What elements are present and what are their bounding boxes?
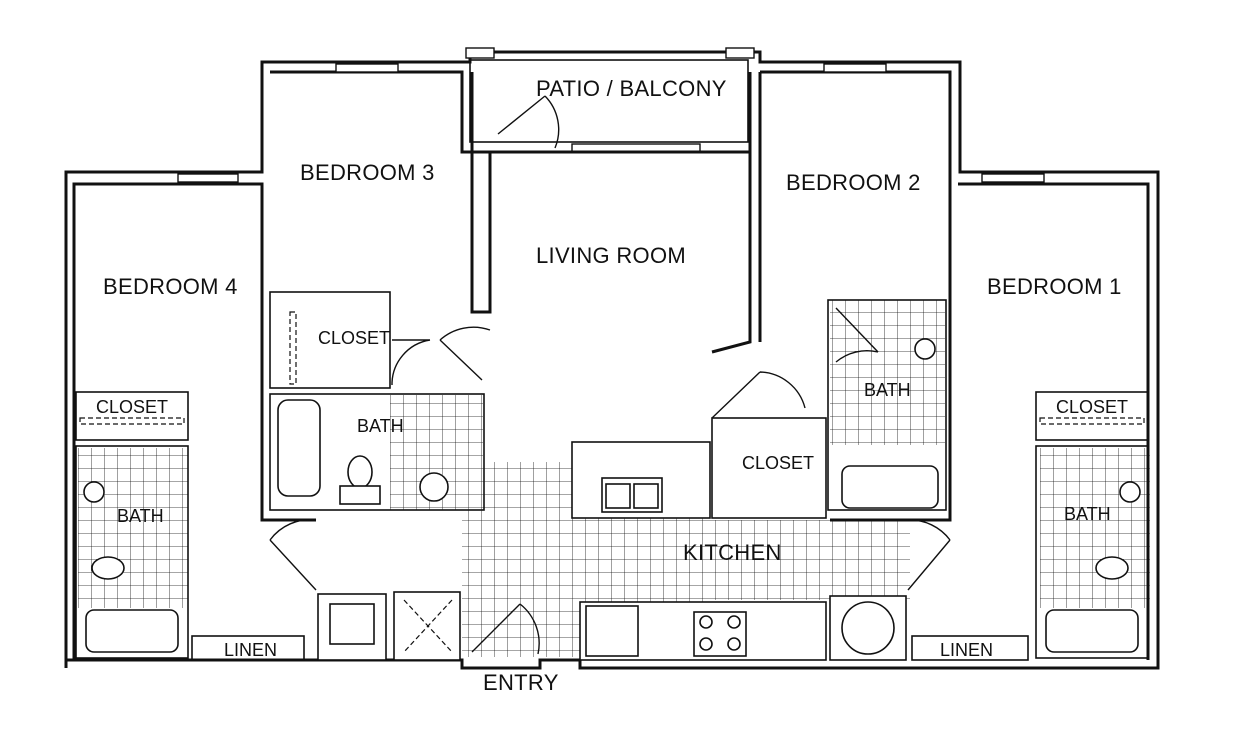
patio-post-left xyxy=(465,47,495,59)
linen-left xyxy=(191,635,305,661)
entry-label: ENTRY xyxy=(483,670,559,695)
closet-b1-label: CLOSET xyxy=(1056,397,1128,417)
patio-label: PATIO / BALCONY xyxy=(536,76,727,101)
burner-1 xyxy=(699,615,713,629)
bedroom3-label: BEDROOM 3 xyxy=(300,160,435,185)
water-heater xyxy=(841,601,895,655)
bedroom4-label: BEDROOM 4 xyxy=(103,274,238,299)
living-room-label: LIVING ROOM xyxy=(536,243,686,268)
bedroom3-toilet-tank xyxy=(339,485,381,505)
hall-door-right xyxy=(907,519,951,591)
bath-b4-tile xyxy=(78,448,188,608)
center-closet xyxy=(711,417,827,519)
kitchen-tile-floor-2 xyxy=(580,520,910,600)
bedroom3-closet-door xyxy=(391,339,431,386)
bedroom1-label: BEDROOM 1 xyxy=(987,274,1122,299)
bath-b1-label: BATH xyxy=(1064,504,1111,524)
bedroom2-window xyxy=(823,63,887,73)
bedroom3-door xyxy=(439,326,491,381)
center-closet-door xyxy=(711,371,806,419)
bath-b1-tile xyxy=(1040,448,1150,608)
bath-b2-label: BATH xyxy=(864,380,911,400)
washer xyxy=(329,603,375,645)
kitchen-sink-left xyxy=(605,483,631,509)
patio-door xyxy=(497,95,560,149)
bedroom1-bathtub xyxy=(1045,609,1139,653)
bedroom3-bath xyxy=(269,393,485,511)
bedroom1-window xyxy=(981,173,1045,183)
bedroom3-closet-rod xyxy=(289,311,297,385)
closet-center-label: CLOSET xyxy=(742,453,814,473)
linen-left-label: LINEN xyxy=(224,640,277,660)
ac-unit xyxy=(403,599,453,653)
patio xyxy=(469,59,749,143)
bedroom4-bathtub xyxy=(85,609,179,653)
bedroom4-toilet xyxy=(91,556,125,580)
refrigerator xyxy=(585,605,639,657)
linen-right xyxy=(911,635,1029,661)
bedroom2-bath-door xyxy=(835,307,879,363)
bath-b2-tile xyxy=(830,300,945,445)
exterior-wall xyxy=(64,50,1160,670)
burner-2 xyxy=(727,615,741,629)
bedroom1-closet xyxy=(1035,391,1149,441)
patio-post-right xyxy=(725,47,755,59)
bath-b4-label: BATH xyxy=(117,506,164,526)
bedroom3-closet xyxy=(269,291,391,389)
entry-door xyxy=(471,603,540,655)
bedroom2-label: BEDROOM 2 xyxy=(786,170,921,195)
kitchen-sink-right xyxy=(633,483,659,509)
bedroom1-bath xyxy=(1035,445,1149,659)
closet-b4-label: CLOSET xyxy=(96,397,168,417)
burner-3 xyxy=(699,637,713,651)
bedroom1-toilet xyxy=(1095,556,1129,580)
living-room-walls xyxy=(490,72,752,354)
bedroom3-sink xyxy=(419,472,449,502)
bedroom4-closet xyxy=(75,391,189,441)
bedroom3-toilet xyxy=(347,455,373,489)
kitchen-label: KITCHEN xyxy=(683,540,782,565)
bedroom1-sink xyxy=(1119,481,1141,503)
bedroom4-window xyxy=(177,173,239,183)
hall-door-left xyxy=(269,518,317,591)
bedroom4-closet-rod xyxy=(79,417,185,425)
bedroom3-window xyxy=(335,63,399,73)
linen-right-label: LINEN xyxy=(940,640,993,660)
bedroom2-bath xyxy=(827,299,947,511)
bedroom2-sink xyxy=(914,338,936,360)
bedroom4-sink xyxy=(83,481,105,503)
bedroom3-bathtub xyxy=(277,399,321,497)
bath-b3-label: BATH xyxy=(357,416,404,436)
bedroom1-closet-rod xyxy=(1039,417,1145,425)
bedroom4-bath xyxy=(75,445,189,659)
bedroom2-bathtub xyxy=(841,465,939,509)
closet-b3-label: CLOSET xyxy=(318,328,390,348)
burner-4 xyxy=(727,637,741,651)
